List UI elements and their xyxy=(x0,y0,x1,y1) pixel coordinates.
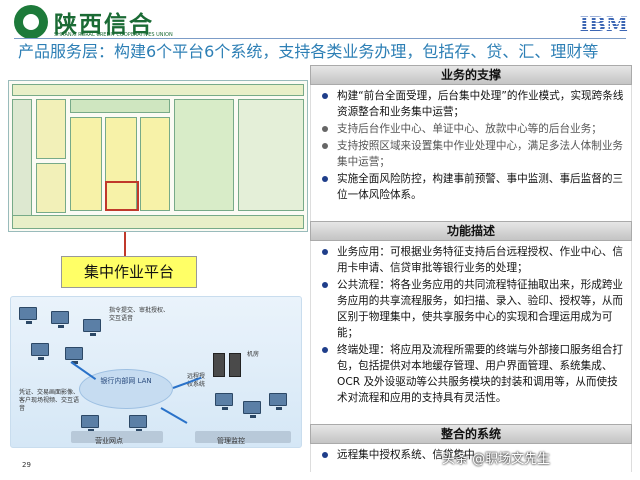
ibm-logo: IBM xyxy=(579,12,628,36)
slide-title: 产品服务层：构建6个平台6个系统，支持各类业务办理，包括存、贷、汇、理财等 xyxy=(18,42,599,61)
section-body-function: 业务应用：可根据业务特征支持后台远程授权、作业中心、信用卡申请、信贷审批等银行业… xyxy=(310,241,632,424)
computer-icon xyxy=(81,415,99,432)
watermark: 头条 @职场文先生 xyxy=(442,452,551,467)
supervision-base xyxy=(195,431,291,443)
logo-emblem-icon xyxy=(14,5,48,39)
section-heading-function: 功能描述 xyxy=(310,221,632,241)
bullet-item: 构建“前台全面受理，后台集中处理”的作业模式，实现跨条线资源整合和业务集中运营； xyxy=(315,88,627,120)
bank-logo: 陕西信合 SHAANXI RURAL CREDIT COOPERATIVES U… xyxy=(14,5,173,41)
page-number: 29 xyxy=(22,461,31,469)
bullet-item: 业务应用：可根据业务特征支持后台远程授权、作业中心、信用卡申请、信贷审批等银行业… xyxy=(315,244,627,276)
computer-icon xyxy=(19,307,37,324)
computer-icon xyxy=(215,393,233,410)
computer-icon xyxy=(129,415,147,432)
link-bolt-icon xyxy=(70,361,97,381)
bullet-item: 公共流程：将各业务应用的共同流程特征抽取出来，形成跨业务应用的共享流程服务，如扫… xyxy=(315,277,627,341)
bullet-item: 实施全面风险防控，构建事前预警、事中监测、事后监督的三位一体风险体系。 xyxy=(315,171,627,203)
section-heading-support: 业务的支撑 xyxy=(310,65,632,85)
network-illustration: 指令提交、审批授权、交互语音 凭证、交易画面影像、客户现场视频、交互语音 银行内… xyxy=(10,296,302,448)
computer-icon xyxy=(65,347,83,364)
server-icon xyxy=(229,353,241,377)
bullet-item: 终端处理：将应用及流程所需要的终端与外部接口服务组合打包，包括提供对本地缓存管理… xyxy=(315,342,627,406)
note-top: 指令提交、审批授权、交互语音 xyxy=(109,307,170,322)
section-body-systems: 远程集中授权系统、信贷集中 xyxy=(310,444,632,472)
header-divider xyxy=(14,38,626,39)
note-left: 凭证、交易画面影像、客户现场视频、交互语音 xyxy=(19,389,80,412)
lan-cloud-icon xyxy=(79,369,173,409)
section-heading-systems: 整合的系统 xyxy=(310,424,632,444)
supervision-label: 管理监控 xyxy=(217,437,245,445)
callout-connector xyxy=(124,232,126,256)
server-icon xyxy=(213,353,225,377)
lan-label: 银行内部网 LAN xyxy=(100,377,152,385)
machine-room-label: 机房 xyxy=(247,351,260,358)
logo-subtext: SHAANXI RURAL CREDIT COOPERATIVES UNION xyxy=(54,32,173,38)
remote-auth-label: 远程授权系统 xyxy=(187,373,206,388)
platform-highlight-box xyxy=(105,181,139,211)
link-bolt-icon xyxy=(160,407,188,424)
platform-label: 集中作业平台 xyxy=(61,256,197,288)
bullet-item: 远程集中授权系统、信贷集中 xyxy=(315,447,627,463)
computer-icon xyxy=(269,393,287,410)
computer-icon xyxy=(83,319,101,336)
architecture-diagram xyxy=(8,80,308,232)
bullet-item: 支持按照区域来设置集中作业处理中心，满足多法人体制业务集中运营； xyxy=(315,138,627,170)
branch-base xyxy=(71,431,163,443)
computer-icon xyxy=(51,311,69,328)
logo-text: 陕西信合 xyxy=(54,11,154,38)
bullet-item: 支持后台作业中心、单证中心、放款中心等的后台业务； xyxy=(315,121,627,137)
branch-label: 营业网点 xyxy=(95,437,123,445)
computer-icon xyxy=(243,401,261,418)
computer-icon xyxy=(31,343,49,360)
